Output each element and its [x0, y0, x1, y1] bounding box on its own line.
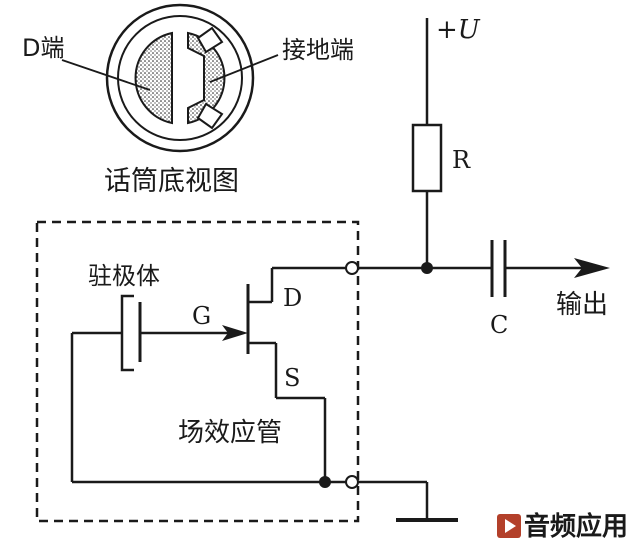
d-terminal-label: D端 [22, 34, 65, 62]
capacitor-label: C [490, 311, 509, 339]
output-branch [358, 240, 610, 297]
gate-label: G [192, 302, 212, 330]
watermark-text: 音频应用 [524, 512, 629, 542]
d-terminal-leader [61, 59, 151, 91]
watermark-play-icon [505, 519, 516, 533]
d-terminal-pad [134, 31, 173, 125]
supply-branch [411, 18, 443, 268]
electret-plate-left [120, 294, 134, 372]
ground-tab-top [196, 26, 224, 54]
mic-outer-ring [105, 3, 255, 153]
output-label: 输出 [556, 290, 609, 320]
output-arrow-icon [574, 258, 610, 278]
microphone-module-boundary [35, 220, 360, 523]
drain-label: D [283, 284, 303, 312]
ground-terminal-label: 接地端 [282, 36, 354, 64]
drain-terminal [345, 261, 359, 275]
resistor-r [411, 123, 443, 193]
mic-inner-ring [117, 15, 243, 141]
mic-view-caption: 话筒底视图 [104, 166, 239, 197]
microphone-bottom-view [61, 3, 279, 153]
gate-arrow-icon [222, 325, 248, 341]
fet-label: 场效应管 [178, 418, 283, 448]
fet-circuit [70, 261, 458, 522]
ground-tab-bottom [196, 102, 224, 130]
ground-terminal [345, 475, 359, 489]
electret-label: 驻极体 [88, 262, 160, 290]
source-junction-dot [319, 476, 331, 488]
ground-terminal-leader [209, 54, 279, 83]
source-label: S [284, 364, 301, 392]
resistor-label: R [452, 146, 471, 174]
supply-label: +U [436, 15, 480, 45]
